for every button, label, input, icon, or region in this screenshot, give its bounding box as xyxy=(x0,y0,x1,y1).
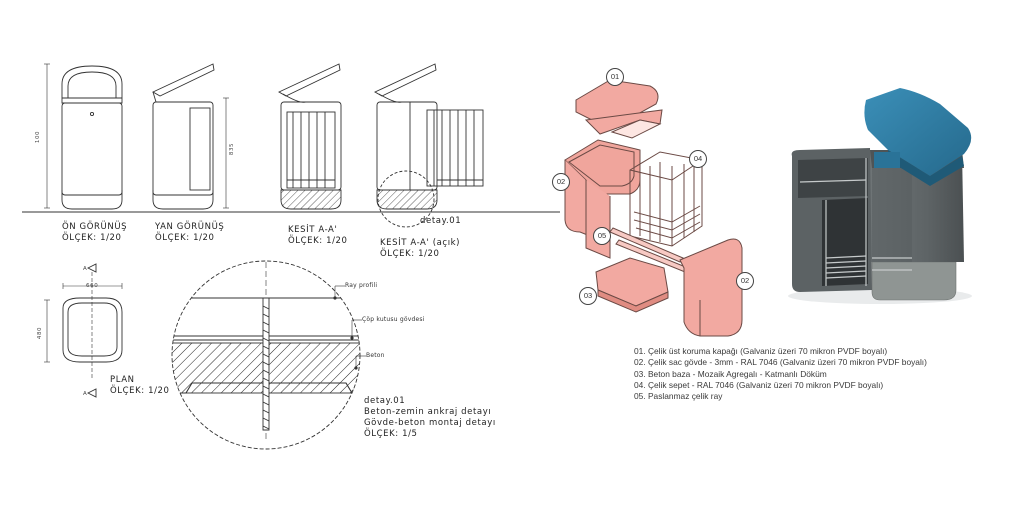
section-open-scale: ÖLÇEK: 1/20 xyxy=(380,249,440,259)
part-number-02-right: 02 xyxy=(736,272,754,290)
section-view xyxy=(278,63,342,210)
detail-view xyxy=(171,260,366,450)
part-number-04: 04 xyxy=(689,150,707,168)
detail-scale: ÖLÇEK: 1/5 xyxy=(364,429,418,439)
parts-legend: 01. Çelik üst koruma kapağı (Galvaniz üz… xyxy=(634,346,927,402)
side-view xyxy=(152,63,229,210)
detail-reference: detay.01 xyxy=(420,216,462,226)
section-marker-top: A xyxy=(83,266,88,272)
section-scale: ÖLÇEK: 1/20 xyxy=(288,236,348,246)
front-view xyxy=(44,63,123,210)
part-number-05: 05 xyxy=(593,227,611,245)
render-lid xyxy=(864,88,972,176)
front-view-scale: ÖLÇEK: 1/20 xyxy=(62,233,122,243)
render-base xyxy=(871,261,957,301)
legend-item: 01. Çelik üst koruma kapağı (Galvaniz üz… xyxy=(634,346,888,356)
legend-item: 05. Paslanmaz çelik ray xyxy=(634,391,723,402)
legend-item: 03. Beton baza - Mozaik Agregalı - Katma… xyxy=(634,368,827,379)
legend-item: 04. Çelik sepet - RAL 7046 (Galvaniz üze… xyxy=(634,379,884,390)
section-title: KESİT A-A' xyxy=(288,225,338,235)
exploded-axonometric xyxy=(564,79,743,337)
part-number-02: 02 xyxy=(552,173,570,191)
plan-title: PLAN xyxy=(110,375,135,385)
part-number-01: 01 xyxy=(606,68,624,86)
part-01-lid xyxy=(575,79,663,139)
plan-scale: ÖLÇEK: 1/20 xyxy=(110,386,170,396)
detail-desc-1: Beton-zemin ankraj detayı xyxy=(364,407,492,417)
part-03-base xyxy=(595,257,669,313)
plan-view xyxy=(44,263,123,398)
product-render xyxy=(788,88,972,304)
plan-width-dim: 660 xyxy=(86,283,99,289)
side-view-scale: ÖLÇEK: 1/20 xyxy=(155,233,215,243)
part-02-body-right xyxy=(679,238,743,337)
front-height-dim: 100 xyxy=(35,130,42,144)
label-rail-profile: Ray profili xyxy=(345,282,378,289)
side-height-dim: 835 xyxy=(229,142,236,156)
detail-title: detay.01 xyxy=(364,396,406,406)
legend-item: 02. Çelik sac gövde - 3mm - RAL 7046 (Ga… xyxy=(634,357,927,368)
label-concrete: Beton xyxy=(366,352,385,359)
part-number-03: 03 xyxy=(579,287,597,305)
front-view-title: ÖN GÖRÜNÜŞ xyxy=(62,222,128,232)
side-view-title: YAN GÖRÜNÜŞ xyxy=(155,222,225,232)
plan-depth-dim: 480 xyxy=(37,326,44,340)
section-marker-bottom: A xyxy=(83,391,88,397)
section-open-title: KESİT A-A' (açık) xyxy=(380,238,461,248)
section-open-view xyxy=(374,63,484,228)
detail-desc-2: Gövde-beton montaj detayı xyxy=(364,418,496,428)
label-bin-body: Çöp kutusu gövdesi xyxy=(362,316,425,323)
part-04-basket xyxy=(629,151,703,247)
